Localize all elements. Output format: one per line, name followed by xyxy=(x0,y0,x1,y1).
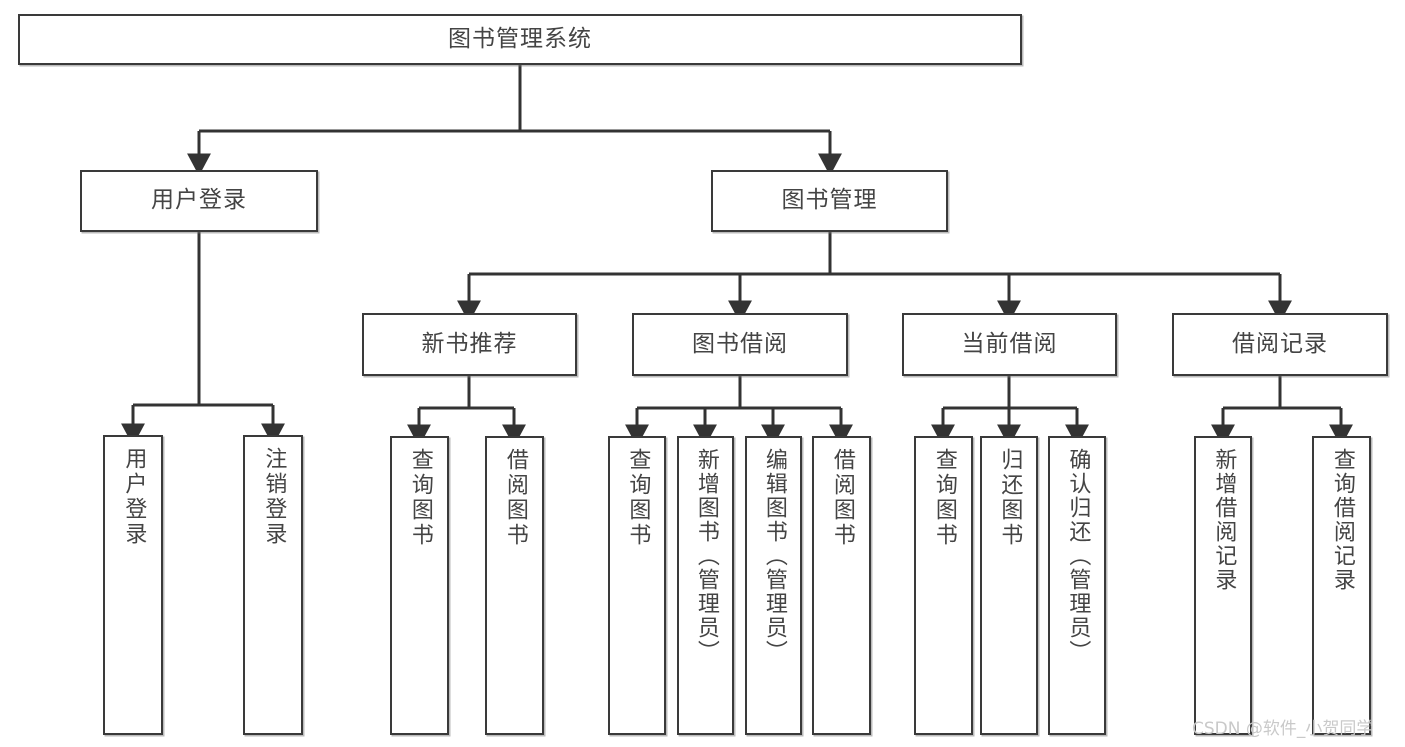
node-label: 图书借阅 xyxy=(692,330,788,357)
node-label: 当前借阅 xyxy=(961,330,1058,357)
node-label: 借阅图书 xyxy=(502,448,528,548)
node-leaf-user-logout[interactable]: 注销登录 xyxy=(243,435,303,735)
node-new-book-recommend[interactable]: 新书推荐 xyxy=(362,313,577,376)
node-book-borrow[interactable]: 图书借阅 xyxy=(632,313,848,376)
node-label: 查询借阅记录 xyxy=(1329,448,1355,592)
node-label: 图书管理系统 xyxy=(448,25,592,52)
node-leaf-user-login[interactable]: 用户登录 xyxy=(103,435,163,735)
node-label: 借阅图书 xyxy=(829,448,855,548)
node-leaf-query-book-2[interactable]: 查询图书 xyxy=(608,436,666,735)
node-label: 新增借阅记录 xyxy=(1211,448,1237,592)
csdn-watermark: CSDN @软件_小贺同学 xyxy=(1192,719,1374,739)
node-leaf-query-record[interactable]: 查询借阅记录 xyxy=(1312,436,1371,735)
node-label: 新书推荐 xyxy=(421,330,518,357)
node-leaf-return-book[interactable]: 归还图书 xyxy=(980,436,1038,735)
node-label: 借阅记录 xyxy=(1232,330,1328,357)
node-label: 查询图书 xyxy=(407,448,433,548)
node-leaf-borrow-book-2[interactable]: 借阅图书 xyxy=(812,436,871,735)
node-root-system[interactable]: 图书管理系统 xyxy=(18,14,1022,65)
node-leaf-query-book-1[interactable]: 查询图书 xyxy=(390,436,449,735)
node-label: 查询图书 xyxy=(625,448,651,548)
node-book-management[interactable]: 图书管理 xyxy=(711,170,948,232)
node-user-login[interactable]: 用户登录 xyxy=(80,170,318,232)
node-leaf-query-book-3[interactable]: 查询图书 xyxy=(914,436,973,735)
node-label: 注销登录 xyxy=(261,447,287,547)
node-label: 用户登录 xyxy=(151,187,247,214)
node-label: 图书管理 xyxy=(781,187,878,214)
node-leaf-edit-book[interactable]: 编辑图书（管理员） xyxy=(745,436,802,735)
node-label: 新增图书（管理员） xyxy=(693,448,719,664)
node-label: 编辑图书（管理员） xyxy=(761,448,787,664)
node-current-borrow[interactable]: 当前借阅 xyxy=(902,313,1117,376)
node-label: 确认归还（管理员） xyxy=(1065,448,1091,664)
node-leaf-borrow-book-1[interactable]: 借阅图书 xyxy=(485,436,544,735)
node-label: 归还图书 xyxy=(997,448,1023,548)
node-label: 查询图书 xyxy=(931,448,957,548)
node-leaf-confirm-return[interactable]: 确认归还（管理员） xyxy=(1048,436,1106,735)
node-leaf-add-record[interactable]: 新增借阅记录 xyxy=(1194,436,1252,735)
node-borrow-record[interactable]: 借阅记录 xyxy=(1172,313,1388,376)
node-label: 用户登录 xyxy=(121,447,147,547)
node-leaf-add-book[interactable]: 新增图书（管理员） xyxy=(677,436,734,735)
